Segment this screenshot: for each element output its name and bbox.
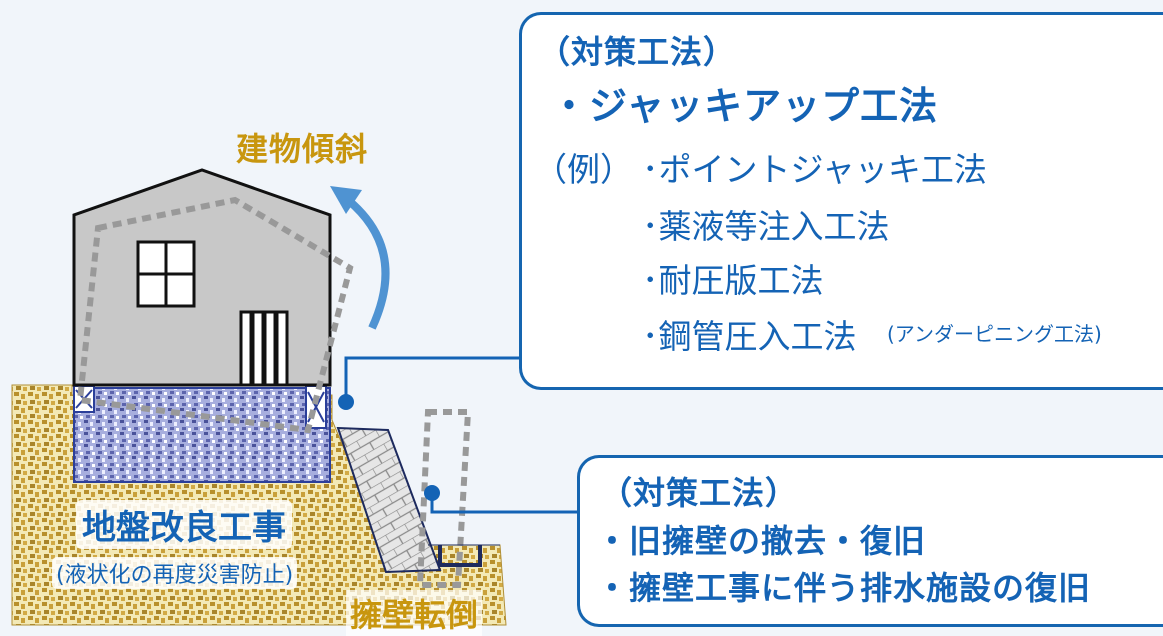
example-item-4-note: (アンダーピニング工法) (887, 322, 1102, 346)
house-door-icon (239, 310, 289, 387)
bottom-callout-item-1: ・旧擁壁の撤去・復旧 (596, 522, 927, 560)
countermeasure-callout-top (519, 12, 1163, 390)
example-item-2: ･薬液等注入工法 (642, 207, 890, 246)
ground-improvement-note: (液状化の再度災害防止) (52, 557, 298, 589)
house (72, 168, 332, 387)
countermeasure-callout-bottom (577, 455, 1163, 627)
example-prefix: （例） (534, 150, 633, 189)
drain-ditch-icon (438, 545, 482, 567)
building-tilt-label: 建物傾斜 (236, 130, 369, 168)
top-callout-method: ・ジャッキアップ工法 (550, 84, 939, 128)
retaining-wall-collapse-label: 擁壁転倒 (346, 590, 483, 636)
example-item-3: ･耐圧版工法 (642, 261, 824, 300)
example-item-1: ･ポイントジャッキ工法 (642, 150, 987, 189)
connector-top (344, 356, 524, 402)
example-item-4: ･鋼管圧入工法 (642, 317, 857, 356)
retaining-wall (336, 426, 442, 574)
top-callout-heading: （対策工法） (538, 33, 737, 71)
jack-right-icon (305, 385, 327, 429)
house-window-icon (136, 240, 196, 308)
ground-improvement-label: 地盤改良工事 (76, 500, 292, 549)
bottom-callout-heading: （対策工法） (600, 474, 799, 512)
bottom-callout-item-2: ・擁壁工事に伴う排水施設の復旧 (596, 569, 1092, 607)
tilt-arrow-icon (345, 196, 390, 330)
connector-bottom (430, 493, 582, 514)
tilted-wall-outline (416, 409, 472, 588)
